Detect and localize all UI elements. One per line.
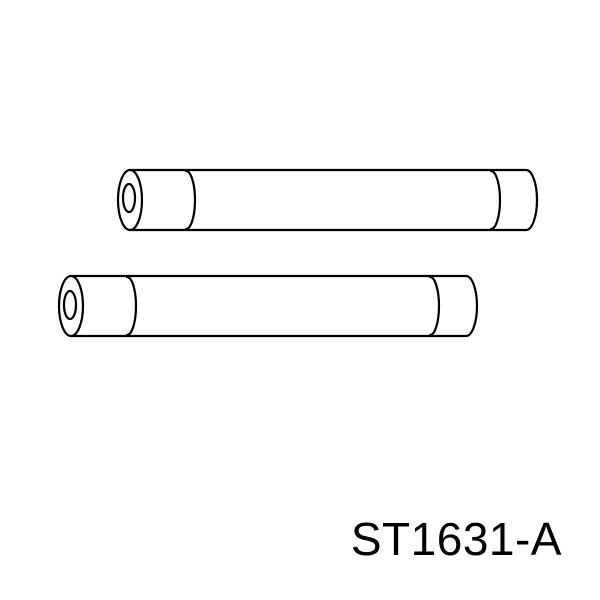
upper-pin-right-band (489, 169, 502, 231)
upper-pin-left-band (184, 169, 197, 231)
lower-pin-body (69, 274, 479, 338)
lower-pin (57, 274, 479, 338)
lower-pin-left-band (125, 275, 138, 337)
lower-pin-bore (62, 289, 78, 321)
upper-pin (116, 168, 539, 232)
upper-pin-body (128, 168, 539, 232)
lower-pin-end-face (57, 274, 85, 338)
figure-label: ST1631-A (350, 513, 562, 565)
lower-pin-right-band (428, 275, 441, 337)
upper-pin-end-face (116, 168, 144, 232)
upper-pin-bore (121, 182, 137, 214)
